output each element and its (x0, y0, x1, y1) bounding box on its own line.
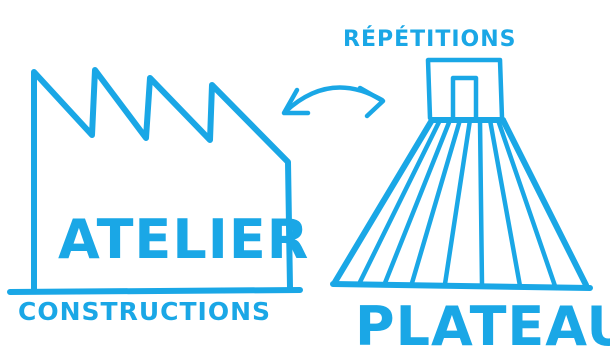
factory-ground-line (7, 287, 303, 295)
double-headed-arrow-icon (281, 85, 386, 119)
atelier-subtitle: CONSTRUCTIONS (18, 297, 271, 326)
factory-icon (7, 67, 303, 295)
arrow-head-right (357, 85, 386, 119)
stage-plank-6 (487, 117, 523, 289)
stage-front-edge (330, 281, 593, 291)
stage-plank-3 (409, 117, 463, 286)
stage-plank-5 (477, 117, 485, 288)
plateau-subtitle: RÉPÉTITIONS (343, 26, 516, 52)
stage-plank-1 (357, 117, 443, 285)
arrow-head-left (281, 87, 311, 116)
stage-plank-4 (442, 117, 473, 287)
stage-back-wall (425, 57, 505, 121)
stage-left-edge (332, 117, 435, 285)
stage-right-edge (500, 117, 589, 288)
plateau-title: PLATEAU (355, 295, 610, 356)
stage-door (450, 75, 479, 121)
stage-icon (330, 57, 593, 291)
factory-roof-outline (31, 67, 293, 293)
stage-plank-2 (382, 117, 453, 286)
atelier-title: ATELIER (58, 208, 309, 271)
stage-plank-7 (495, 117, 558, 289)
